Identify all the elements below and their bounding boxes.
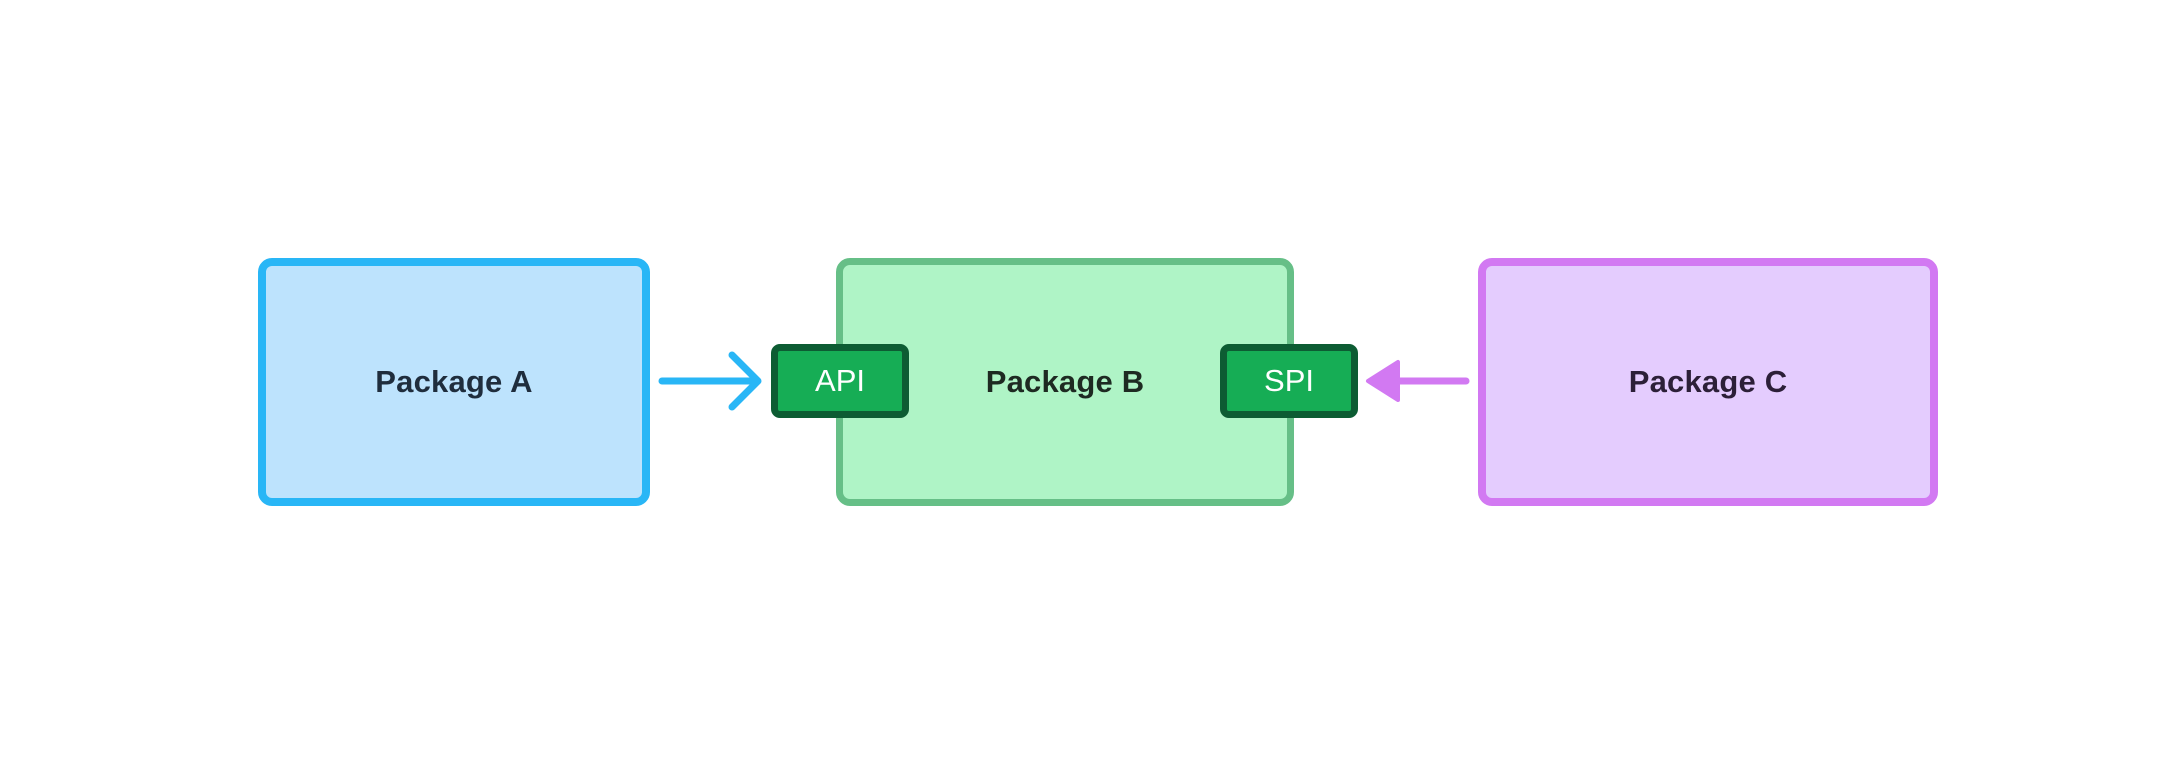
- open-arrowhead-icon: [728, 351, 762, 411]
- edge-c-to-spi: [1366, 360, 1470, 402]
- api-port-label: API: [815, 363, 865, 398]
- spi-port: SPI: [1220, 344, 1358, 418]
- package-a-label: Package A: [375, 364, 533, 399]
- filled-arrowhead-icon: [1366, 360, 1400, 402]
- edge-a-to-api: [658, 351, 762, 411]
- package-c-box: Package C: [1478, 258, 1938, 506]
- api-port: API: [771, 344, 909, 418]
- package-c-label: Package C: [1628, 364, 1788, 399]
- spi-port-label: SPI: [1264, 363, 1314, 398]
- package-b-box: Package B: [836, 258, 1294, 506]
- package-a-box: Package A: [258, 258, 650, 506]
- package-b-label: Package B: [985, 364, 1145, 399]
